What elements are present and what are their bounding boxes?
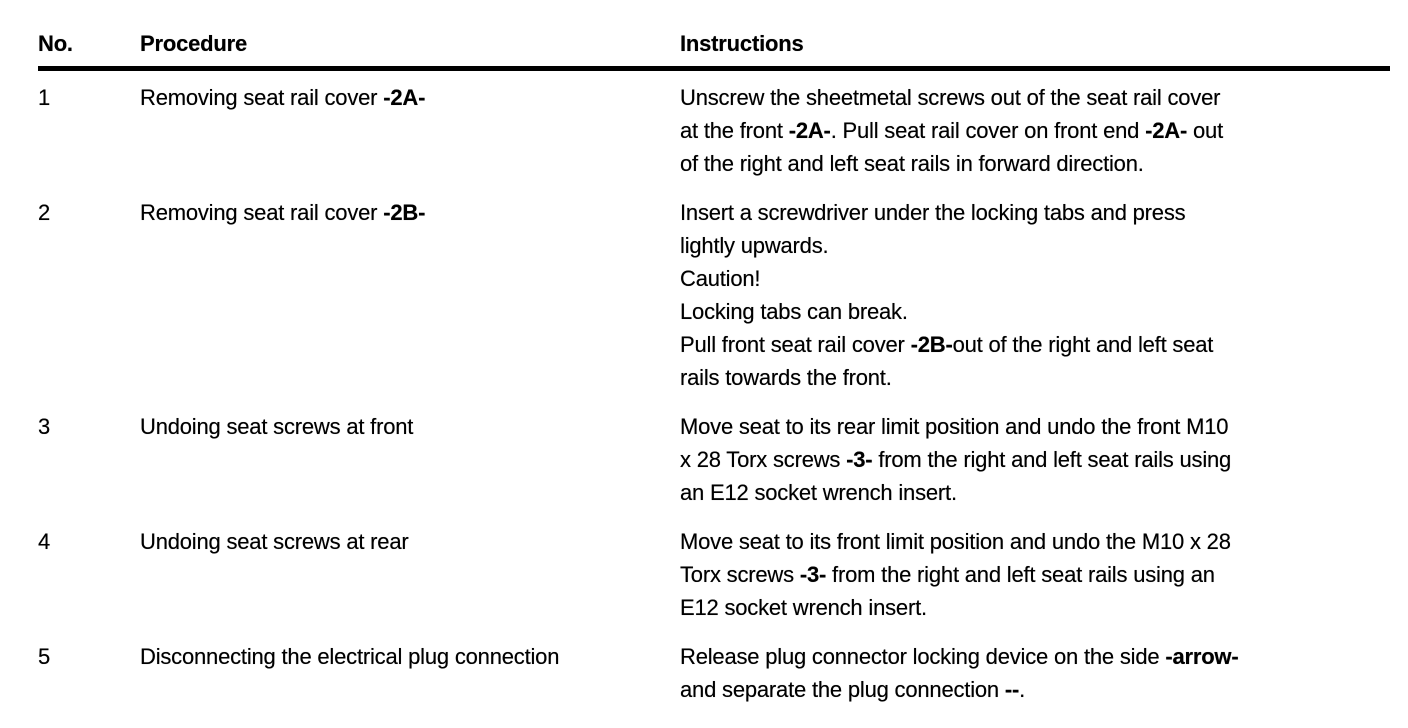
table-header: No. Procedure Instructions [38,27,1390,71]
row-no: 5 [38,644,51,669]
header-no: No. [38,31,73,56]
row-procedure: Removing seat rail cover -2B- [140,200,426,225]
table-row: 5 Disconnecting the electrical plug conn… [38,640,1390,706]
header-instructions: Instructions [680,31,804,56]
row-instructions: Unscrew the sheetmetal screws out of the… [680,85,1223,176]
row-no: 2 [38,200,51,225]
row-no: 4 [38,529,51,554]
row-instructions: Release plug connector locking device on… [680,644,1239,702]
row-instructions: Insert a screwdriver under the locking t… [680,200,1214,390]
row-procedure: Undoing seat screws at front [140,414,414,439]
row-procedure: Disconnecting the electrical plug connec… [140,644,560,669]
table-row: 3 Undoing seat screws at front Move seat… [38,410,1390,509]
table-row: 2 Removing seat rail cover -2B- Insert a… [38,196,1390,394]
header-procedure: Procedure [140,31,248,56]
row-procedure: Undoing seat screws at rear [140,529,409,554]
row-procedure: Removing seat rail cover -2A- [140,85,426,110]
row-no: 3 [38,414,51,439]
row-no: 1 [38,85,51,110]
table-body: 1 Removing seat rail cover -2A- Unscrew … [38,81,1390,706]
table-row: 1 Removing seat rail cover -2A- Unscrew … [38,81,1390,180]
row-instructions: Move seat to its rear limit position and… [680,414,1232,505]
table-row: 4 Undoing seat screws at rear Move seat … [38,525,1390,624]
row-instructions: Move seat to its front limit position an… [680,529,1231,620]
